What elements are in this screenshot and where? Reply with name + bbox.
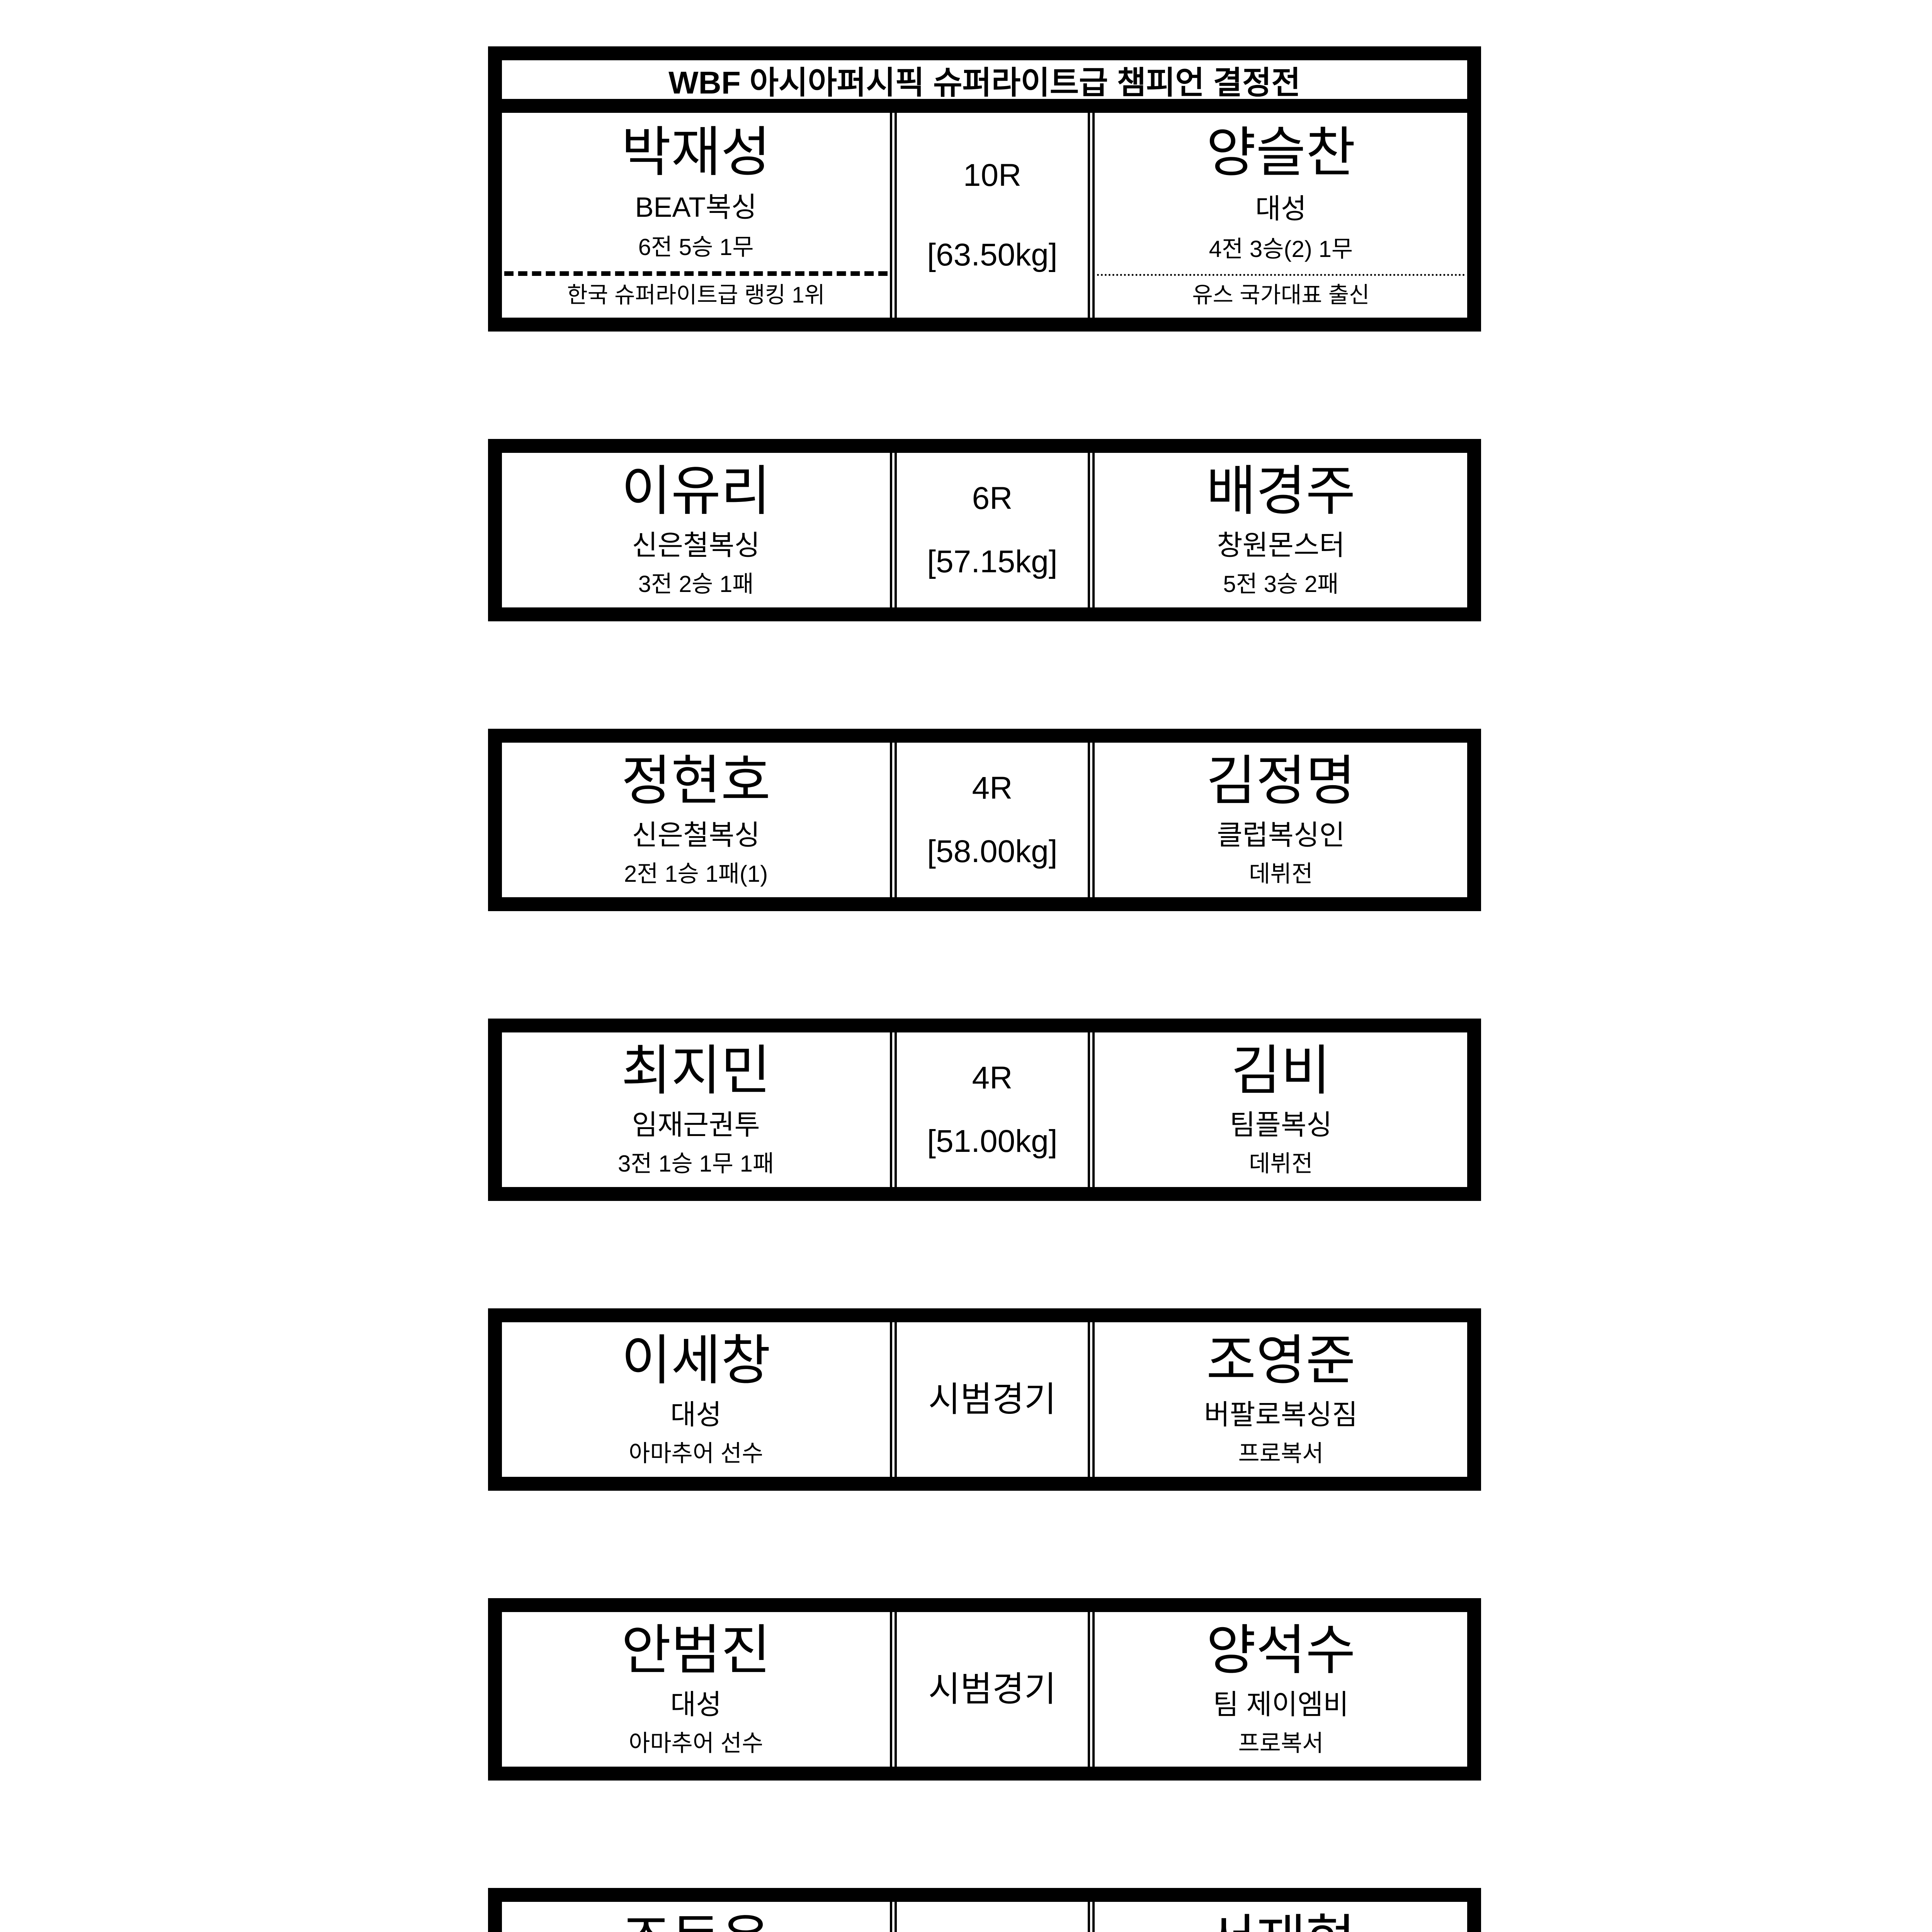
fighter-gym: 버팔로복싱짐 (1204, 1399, 1358, 1430)
match-title-bar: WBF 아시아퍼시픽 슈퍼라이트급 챔피언 결정전 (502, 60, 1467, 113)
fighter-gym: 팀플복싱 (1230, 1109, 1332, 1141)
fighter-name: 조동욱 (621, 1912, 770, 1932)
bout-type: 시범경기 (928, 1670, 1056, 1709)
match-block-6: 안범진 대성 아마추어 선수 시범경기 양석수 팀 제이엠비 프로복서 (488, 1598, 1481, 1781)
fighter-record: 아마추어 선수 (629, 1730, 764, 1757)
match-block-7: 조동욱 대성 아마추어 선수 시범경기 서재혁 팀 제이엠비 프로복서 (488, 1888, 1481, 1932)
fighter-record: 6전 5승 1무 (638, 234, 754, 260)
fighter-record: 3전 2승 1패 (638, 571, 754, 597)
fighter-record: 데뷔전 (1249, 1151, 1313, 1177)
match-2-bout-info: 6R [57.15kg] (890, 453, 1095, 607)
fighter-name: 배경주 (1206, 461, 1356, 522)
fighter-record: 3전 1승 1무 1패 (617, 1151, 774, 1177)
match-block-1: WBF 아시아퍼시픽 슈퍼라이트급 챔피언 결정전 박재성 BEAT복싱 6전 … (488, 46, 1481, 332)
match-4-bout-info: 4R [51.00kg] (890, 1032, 1095, 1187)
fighter-name: 양석수 (1206, 1621, 1356, 1681)
match-4-blue-corner: 김비 팀플복싱 데뷔전 (1095, 1032, 1467, 1187)
match-2-cells: 이유리 신은철복싱 3전 2승 1패 6R [57.15kg] 배경주 창원몬스… (502, 453, 1467, 607)
fighter-name: 정현호 (621, 751, 771, 811)
match-3-red-corner: 정현호 신은철복싱 2전 1승 1패(1) (502, 743, 890, 897)
fighter-record: 프로복서 (1238, 1730, 1324, 1757)
match-1-cells: 박재성 BEAT복싱 6전 5승 1무 한국 슈퍼라이트급 랭킹 1위 10R … (502, 113, 1467, 318)
match-block-3: 정현호 신은철복싱 2전 1승 1패(1) 4R [58.00kg] 김정명 클… (488, 729, 1481, 911)
match-5-bout-info: 시범경기 (890, 1322, 1095, 1477)
match-1-red-rows: 박재성 BEAT복싱 6전 5승 1무 (502, 113, 890, 271)
match-1-bout-info: 10R [63.50kg] (890, 113, 1095, 318)
match-5-cells: 이세창 대성 아마추어 선수 시범경기 조영준 버팔로복싱짐 프로복서 (502, 1322, 1467, 1477)
fighter-name: 이세창 (621, 1331, 771, 1391)
match-1-red-corner: 박재성 BEAT복싱 6전 5승 1무 한국 슈퍼라이트급 랭킹 1위 (502, 113, 890, 318)
fighter-name: 서재혁 (1206, 1912, 1355, 1932)
weight-limit: [58.00kg] (927, 833, 1058, 869)
bout-type: 시범경기 (928, 1380, 1056, 1419)
match-2-blue-corner: 배경주 창원몬스터 5전 3승 2패 (1095, 453, 1467, 607)
match-7-cells: 조동욱 대성 아마추어 선수 시범경기 서재혁 팀 제이엠비 프로복서 (502, 1902, 1467, 1932)
round-count: 4R (972, 1060, 1013, 1096)
round-count: 10R (963, 157, 1022, 193)
fighter-record: 5전 3승 2패 (1223, 571, 1339, 597)
fighter-note: 유스 국가대표 출신 (1192, 282, 1370, 308)
note-divider-dashed (504, 271, 888, 276)
weight-limit: [63.50kg] (927, 237, 1058, 273)
fighter-name: 김정명 (1206, 751, 1356, 811)
fighter-gym: 신은철복싱 (632, 530, 760, 561)
fighter-name: 양슬찬 (1206, 123, 1356, 184)
fighter-gym: 대성 (670, 1399, 722, 1430)
match-4-cells: 최지민 임재근권투 3전 1승 1무 1패 4R [51.00kg] 김비 팀플… (502, 1032, 1467, 1187)
match-block-4: 최지민 임재근권투 3전 1승 1무 1패 4R [51.00kg] 김비 팀플… (488, 1019, 1481, 1201)
match-6-bout-info: 시범경기 (890, 1612, 1095, 1767)
fighter-name: 이유리 (621, 461, 771, 522)
match-6-red-corner: 안범진 대성 아마추어 선수 (502, 1612, 890, 1767)
fighter-name: 조영준 (1206, 1331, 1356, 1391)
weight-limit: [57.15kg] (927, 544, 1058, 579)
match-1-blue-corner: 양슬찬 대성 4전 3승(2) 1무 유스 국가대표 출신 (1095, 113, 1467, 318)
round-count: 6R (972, 481, 1013, 516)
fighter-record: 데뷔전 (1249, 861, 1313, 887)
match-1-blue-rows: 양슬찬 대성 4전 3승(2) 1무 (1095, 113, 1467, 274)
fighter-name: 박재성 (621, 122, 771, 183)
match-3-blue-corner: 김정명 클럽복싱인 데뷔전 (1095, 743, 1467, 897)
fighter-gym: 신은철복싱 (632, 820, 760, 851)
fighter-gym: 임재근권투 (632, 1109, 760, 1141)
fighter-gym: 팀 제이엠비 (1213, 1689, 1349, 1720)
match-5-blue-corner: 조영준 버팔로복싱짐 프로복서 (1095, 1322, 1467, 1477)
fighter-record: 아마추어 선수 (629, 1440, 764, 1467)
fighter-name: 안범진 (621, 1621, 771, 1681)
fighter-record: 프로복서 (1238, 1440, 1324, 1467)
fighter-record: 4전 3승(2) 1무 (1209, 236, 1353, 262)
round-count: 4R (972, 770, 1013, 806)
fighter-gym: BEAT복싱 (635, 192, 757, 223)
fighter-gym: 대성 (1255, 193, 1307, 224)
match-title: WBF 아시아퍼시픽 슈퍼라이트급 챔피언 결정전 (668, 65, 1301, 100)
weight-limit: [51.00kg] (927, 1123, 1058, 1159)
match-2-red-corner: 이유리 신은철복싱 3전 2승 1패 (502, 453, 890, 607)
fighter-name: 김비 (1231, 1041, 1331, 1101)
note-divider-dotted (1097, 274, 1465, 276)
fighter-gym: 창원몬스터 (1217, 530, 1345, 561)
fighter-name: 최지민 (621, 1041, 771, 1101)
match-7-red-corner: 조동욱 대성 아마추어 선수 (502, 1902, 890, 1932)
match-block-2: 이유리 신은철복싱 3전 2승 1패 6R [57.15kg] 배경주 창원몬스… (488, 439, 1481, 621)
match-6-cells: 안범진 대성 아마추어 선수 시범경기 양석수 팀 제이엠비 프로복서 (502, 1612, 1467, 1767)
fighter-gym: 대성 (670, 1689, 722, 1720)
fighter-gym: 클럽복싱인 (1217, 820, 1345, 851)
fighter-record: 2전 1승 1패(1) (624, 861, 768, 887)
match-6-blue-corner: 양석수 팀 제이엠비 프로복서 (1095, 1612, 1467, 1767)
match-4-red-corner: 최지민 임재근권투 3전 1승 1무 1패 (502, 1032, 890, 1187)
match-7-bout-info: 시범경기 (890, 1902, 1095, 1932)
match-5-red-corner: 이세창 대성 아마추어 선수 (502, 1322, 890, 1477)
match-block-5: 이세창 대성 아마추어 선수 시범경기 조영준 버팔로복싱짐 프로복서 (488, 1308, 1481, 1491)
match-3-cells: 정현호 신은철복싱 2전 1승 1패(1) 4R [58.00kg] 김정명 클… (502, 743, 1467, 897)
match-3-bout-info: 4R [58.00kg] (890, 743, 1095, 897)
fighter-note: 한국 슈퍼라이트급 랭킹 1위 (567, 282, 825, 308)
match-7-blue-corner: 서재혁 팀 제이엠비 프로복서 (1095, 1902, 1467, 1932)
